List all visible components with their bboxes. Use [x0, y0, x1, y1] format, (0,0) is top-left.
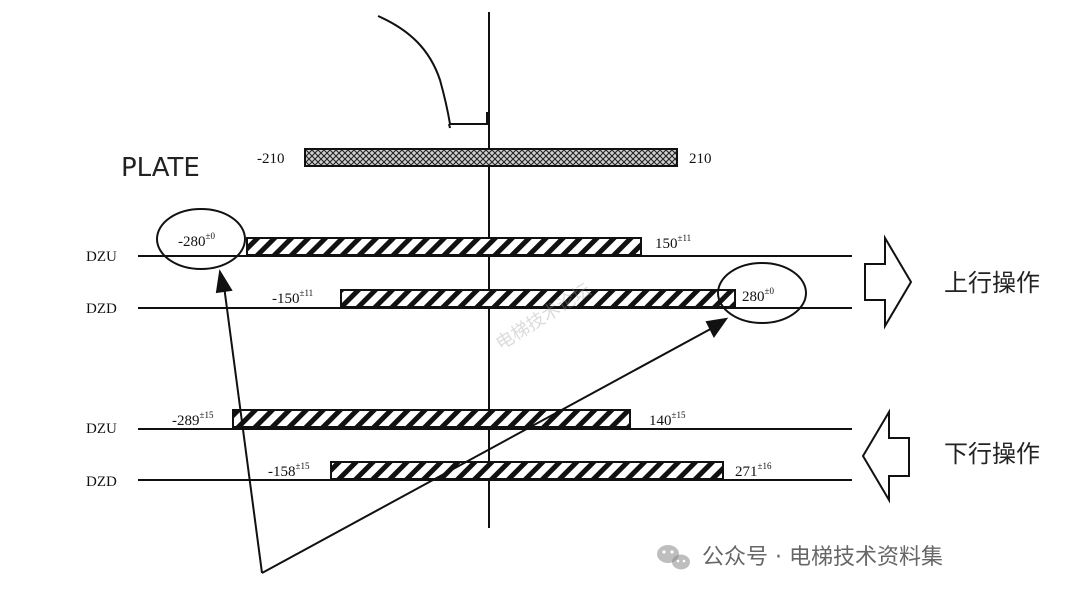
sensor-outline — [377, 15, 488, 125]
plate-label: PLATE — [121, 153, 200, 183]
down-dzu-left: -289±15 — [172, 410, 214, 429]
pointer-arrows — [215, 269, 729, 574]
up-dzu-right: 150±11 — [655, 233, 691, 252]
down-dzd-bar — [330, 461, 724, 480]
up-dzu-bar — [246, 237, 642, 256]
watermark-text: 公众号 · 电梯技术资料集 — [702, 545, 943, 570]
up-dzu-left-highlight — [156, 208, 246, 270]
wechat-watermark: 公众号 · 电梯技术资料集 — [657, 545, 943, 570]
plate-right-value: 210 — [689, 151, 712, 167]
up-dzd-left: -150±11 — [272, 288, 313, 307]
up-dzu-name: DZU — [86, 249, 117, 265]
up-operation-label: 上行操作 — [944, 269, 1040, 297]
down-dzd-left: -158±15 — [268, 461, 310, 480]
down-dzd-right: 271±16 — [735, 461, 772, 480]
plate-bar — [304, 148, 678, 167]
up-dzd-name: DZD — [86, 301, 117, 317]
down-dzu-name: DZU — [86, 421, 117, 437]
sensor-bottom — [448, 123, 451, 129]
up-dzd-right: 280±0 — [742, 286, 774, 305]
plate-left-value: -210 — [257, 151, 285, 167]
wechat-icon — [657, 545, 690, 570]
up-dzd-right-highlight — [717, 262, 807, 324]
up-direction-arrow — [864, 234, 913, 330]
down-dzd-name: DZD — [86, 474, 117, 490]
up-dzu-left: -280±0 — [178, 231, 215, 250]
up-dzd-bar — [340, 289, 736, 308]
down-dzu-bar — [232, 409, 631, 428]
down-direction-arrow — [861, 408, 910, 504]
down-operation-label: 下行操作 — [944, 440, 1040, 468]
down-dzu-right: 140±15 — [649, 410, 686, 429]
